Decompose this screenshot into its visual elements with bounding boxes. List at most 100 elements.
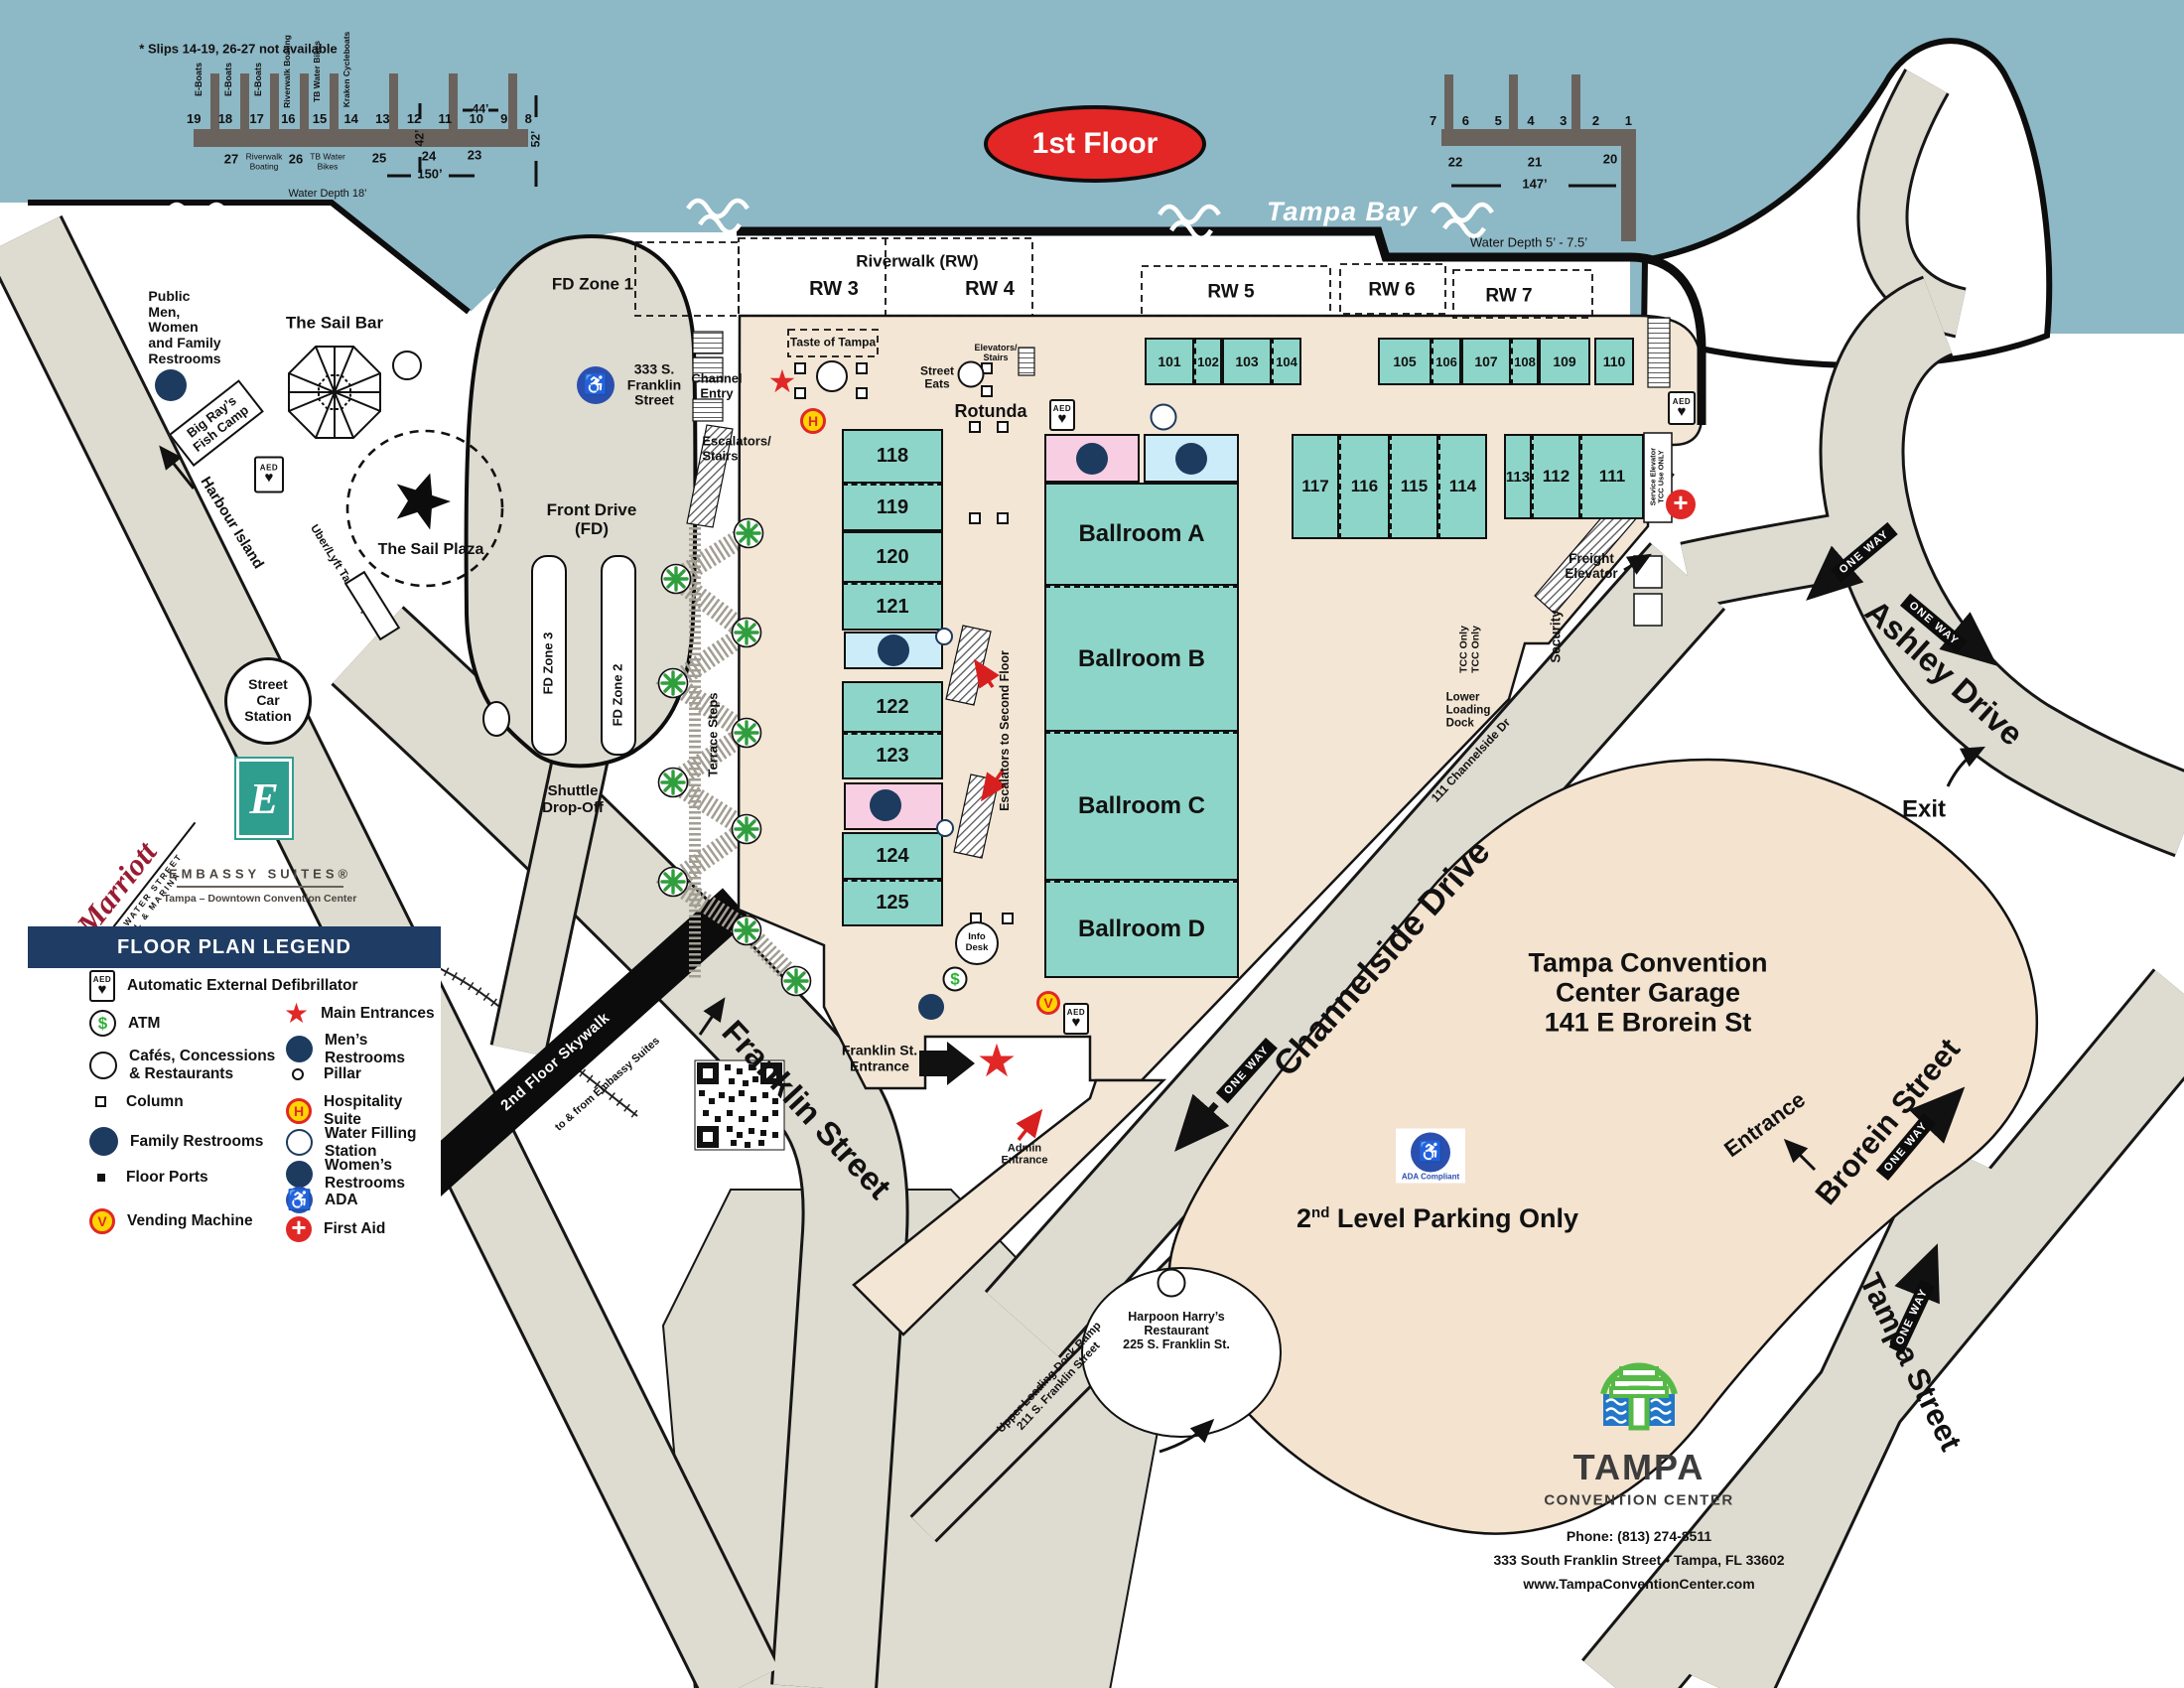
slip-27: 27	[223, 151, 239, 167]
cafe-icon	[89, 1051, 117, 1079]
room-104: 104	[1272, 338, 1301, 385]
hospitality-icon	[286, 1097, 312, 1124]
sail-plaza-label: The Sail Plaza	[377, 541, 484, 559]
rw3: RW 3	[809, 277, 859, 300]
legend-title: FLOOR PLAN LEGEND	[117, 935, 351, 958]
room-111: 111	[1580, 434, 1644, 519]
dim-52: 52’	[528, 130, 543, 148]
womens-restroom-icon	[286, 1161, 313, 1189]
elevators-stairs: Elevators/ Stairs	[974, 342, 1018, 362]
room-101: 101	[1145, 338, 1194, 385]
legend-water-station: Water Filling Station	[286, 1125, 441, 1161]
room-114: 114	[1438, 434, 1487, 539]
slip-21: 21	[1527, 154, 1543, 170]
main-entrance-star-channel	[768, 365, 797, 397]
sail-bar-structure	[288, 346, 381, 439]
room-113: 113	[1504, 434, 1532, 519]
slip-label-riverwalk-boating: Riverwalk Boating	[282, 35, 293, 108]
security: Security	[1548, 610, 1564, 663]
aed-icon-northeast	[1668, 391, 1696, 425]
ballroom-c: Ballroom C	[1044, 732, 1239, 881]
womens-restroom-icon-ballroom	[1076, 443, 1108, 475]
room-119: 119	[842, 484, 943, 531]
slip-label-kraken: Kraken Cycleboats	[341, 31, 352, 108]
street-car-station: Street Car Station	[224, 657, 312, 745]
slip-24: 24	[421, 148, 437, 164]
room-112: 112	[1532, 434, 1580, 519]
garage-ada-caption: ADA Compliant	[1401, 1172, 1460, 1182]
legend-ada: ADA	[286, 1187, 358, 1213]
first-aid-icon	[1666, 490, 1696, 519]
legend-atm: ATM	[89, 1010, 160, 1037]
room-102: 102	[1194, 338, 1222, 385]
vending-icon	[1036, 991, 1060, 1015]
riverwalk-title: Riverwalk (RW)	[856, 251, 979, 271]
rw4: RW 4	[965, 277, 1015, 300]
legend-header: FLOOR PLAN LEGEND	[28, 926, 441, 968]
rw7: RW 7	[1485, 285, 1533, 307]
dim-44: 44’	[472, 101, 489, 116]
family-restroom-icon-public	[155, 369, 187, 401]
terrace-steps-label: Terrace Steps	[705, 692, 721, 777]
room-116: 116	[1339, 434, 1390, 539]
cafe-icon-sailbar	[392, 351, 422, 380]
ada-icon	[1411, 1132, 1450, 1173]
room-118: 118	[842, 429, 943, 484]
hospitality-suite-icon	[800, 408, 826, 434]
atm-icon	[89, 1010, 116, 1037]
embassy-logo: E	[234, 757, 294, 840]
tcc-logo	[1594, 1342, 1684, 1436]
floor-port-icon	[97, 1173, 105, 1182]
water-depth-right: Water Depth 5’ - 7.5’	[1469, 234, 1588, 250]
room-122: 122	[842, 681, 943, 733]
slip-26-label: TB Water Bikes	[310, 151, 345, 171]
sail-bar-label: The Sail Bar	[285, 313, 384, 333]
shuttle-dropoff: Shuttle Drop-Off	[542, 782, 604, 816]
first-aid-icon	[286, 1216, 312, 1242]
legend-cafes: Cafés, Concessions & Restaurants	[89, 1048, 275, 1083]
tcc-only: TCC Only TCC Only	[1457, 626, 1481, 673]
room-117: 117	[1292, 434, 1339, 539]
front-drive	[464, 233, 698, 1057]
slip-label-eboats-1: E-Boats	[193, 62, 204, 97]
parking-garage	[1081, 758, 2039, 1535]
aed-icon-south	[1063, 1003, 1089, 1035]
dimension-lines	[387, 95, 1616, 188]
vending-icon	[89, 1208, 115, 1234]
tcc-address: 333 South Franklin Street • Tampa, FL 33…	[1493, 1552, 1785, 1569]
taste-of-tampa: Taste of Tampa	[789, 335, 877, 350]
fd-zone-1: FD Zone 1	[551, 274, 634, 294]
tcc-brand-top: TAMPA	[1572, 1446, 1706, 1487]
cafe-icon-harpoon	[1157, 1268, 1186, 1298]
qr-code	[694, 1059, 785, 1151]
ada-icon-front-drive	[577, 366, 614, 404]
room-124: 124	[842, 832, 943, 880]
aed-icon-sailbar	[254, 456, 284, 493]
room-115: 115	[1390, 434, 1438, 539]
aed-icon-rotunda	[1049, 399, 1075, 431]
channel-entry: Channel Entry	[691, 370, 743, 400]
tcc-brand-bottom: CONVENTION CENTER	[1544, 1491, 1734, 1509]
legend-aed: Automatic External Defibrillator	[89, 970, 358, 1002]
pillar-icon	[292, 1067, 304, 1080]
address-333: 333 S. Franklin Street	[626, 360, 682, 408]
family-restroom-icon	[89, 1127, 118, 1156]
room-125: 125	[842, 880, 943, 926]
legend-hospitality: Hospitality Suite	[286, 1093, 441, 1129]
ballroom-a: Ballroom A	[1044, 483, 1239, 586]
atm-icon-lobby	[942, 966, 968, 992]
sail-plaza-structure	[396, 473, 451, 530]
embassy-rule	[177, 886, 343, 888]
water-station-icon	[286, 1129, 313, 1157]
embassy-letter: E	[249, 774, 279, 823]
service-elevator: Service Elevator TCC Use ONLY	[1648, 447, 1666, 506]
public-restrooms-label: Public Men, Women and Family Restrooms	[148, 287, 221, 366]
legend-main-entrances: Main Entrances	[284, 1000, 435, 1028]
street-eats: Street Eats	[919, 363, 955, 391]
slip-20: 20	[1602, 151, 1618, 167]
room-107: 107	[1461, 338, 1511, 385]
marina-docks	[194, 73, 1636, 241]
tcc-web: www.TampaConventionCenter.com	[1523, 1576, 1755, 1593]
mens-restroom-icon	[286, 1036, 313, 1063]
